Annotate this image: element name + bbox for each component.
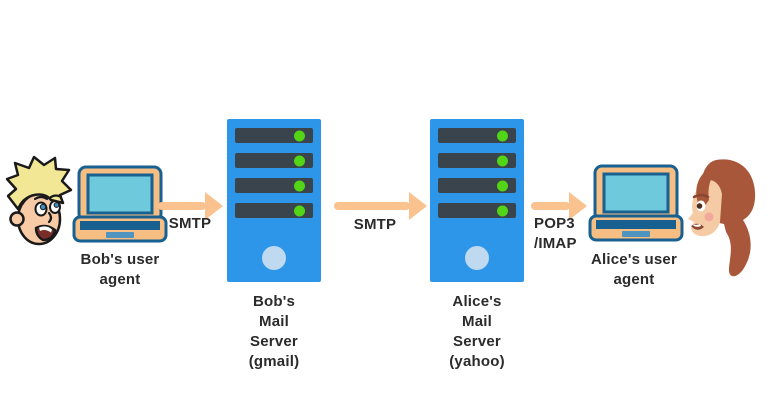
- server-slot: [438, 128, 516, 143]
- alice-avatar-icon: [688, 159, 756, 277]
- power-button-icon: [262, 246, 286, 270]
- bob-server-label: Bob's Mail Server (gmail): [204, 292, 344, 372]
- alice-server-label-line1: Alice's: [452, 293, 502, 310]
- pop3-imap-label-line2: /IMAP: [534, 235, 577, 252]
- server-slot: [438, 153, 516, 168]
- bob-server-label-line1: Bob's: [252, 293, 296, 310]
- led-indicator-icon: [294, 155, 305, 166]
- server-slot: [438, 178, 516, 193]
- server-slot: [235, 178, 313, 193]
- alice-mail-server-icon: [430, 119, 524, 282]
- alice-agent-label: Alice's user agent: [564, 250, 704, 290]
- pop3-imap-arrow-head-icon: [569, 192, 587, 220]
- bob-avatar-icon: [5, 155, 73, 246]
- alice-server-label-line2: Mail: [462, 313, 492, 330]
- pop3-imap-label: POP3 /IMAP: [534, 214, 594, 254]
- led-indicator-icon: [497, 180, 508, 191]
- pop3-imap-arrow-icon: [531, 202, 570, 210]
- server-slot: [235, 153, 313, 168]
- led-indicator-icon: [497, 155, 508, 166]
- led-indicator-icon: [497, 205, 508, 216]
- bob-agent-label-line1: Bob's user: [80, 251, 160, 268]
- smtp-arrow-1-icon: [158, 202, 206, 210]
- led-indicator-icon: [294, 205, 305, 216]
- alice-agent-label-line2: agent: [613, 271, 655, 288]
- bob-laptop-icon: [72, 165, 168, 243]
- bob-server-label-line3: Server: [250, 333, 298, 350]
- alice-laptop-icon: [588, 164, 684, 242]
- bob-agent-label-line2: agent: [99, 271, 141, 288]
- bob-server-label-line2: Mail: [259, 313, 289, 330]
- bob-server-label-line4: (gmail): [248, 353, 300, 370]
- server-slot: [235, 128, 313, 143]
- smtp-label-2: SMTP: [353, 216, 397, 233]
- led-indicator-icon: [497, 130, 508, 141]
- server-slot: [438, 203, 516, 218]
- led-indicator-icon: [294, 180, 305, 191]
- bob-agent-label: Bob's user agent: [50, 250, 190, 290]
- smtp-label-1: SMTP: [168, 215, 212, 232]
- pop3-imap-label-line1: POP3: [534, 215, 575, 232]
- power-button-icon: [465, 246, 489, 270]
- led-indicator-icon: [294, 130, 305, 141]
- smtp-arrow-2-head-icon: [409, 192, 427, 220]
- server-slot: [235, 203, 313, 218]
- alice-server-label: Alice's Mail Server (yahoo): [407, 292, 547, 372]
- bob-mail-server-icon: [227, 119, 321, 282]
- smtp-arrow-1-head-icon: [205, 192, 223, 220]
- alice-agent-label-line1: Alice's user: [590, 251, 677, 268]
- smtp-arrow-2-icon: [334, 202, 410, 210]
- alice-server-label-line4: (yahoo): [449, 353, 505, 370]
- alice-server-label-line3: Server: [453, 333, 501, 350]
